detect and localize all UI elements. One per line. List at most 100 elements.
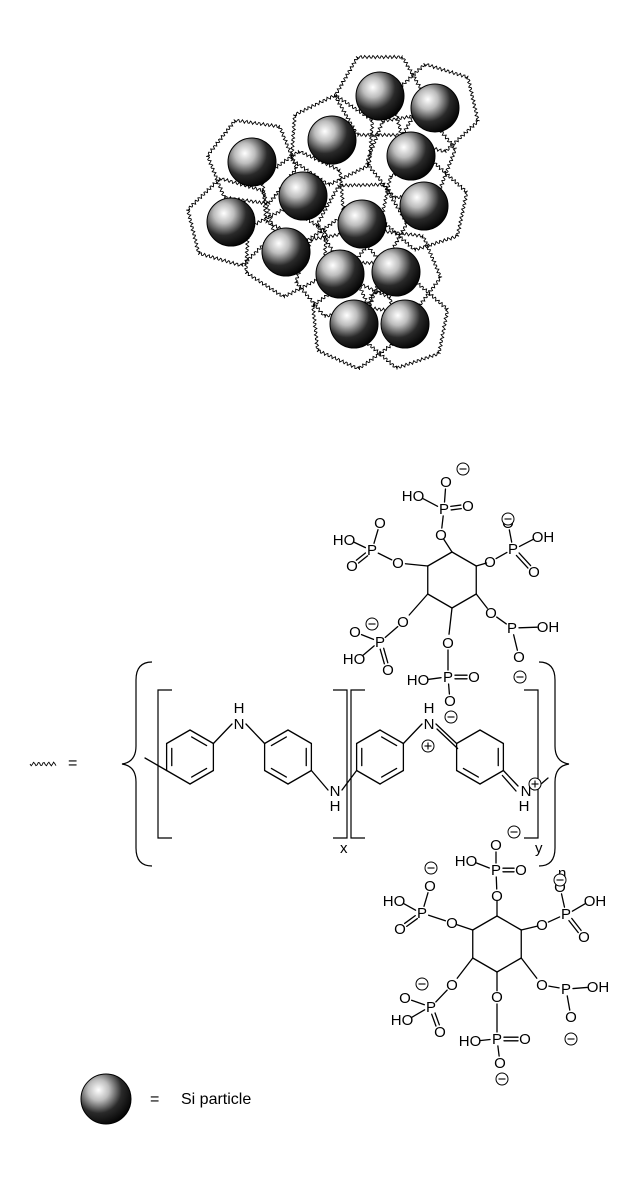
atom-label: O bbox=[484, 554, 496, 571]
polymer-bonds bbox=[144, 723, 549, 792]
bond bbox=[379, 648, 385, 665]
atom-label: P bbox=[561, 981, 571, 998]
atom-label: N bbox=[424, 716, 435, 733]
bond bbox=[406, 917, 419, 927]
bond bbox=[497, 1045, 500, 1057]
bond bbox=[443, 538, 453, 553]
si-particle bbox=[278, 171, 328, 221]
atom-label: OH bbox=[537, 619, 560, 636]
atom-label: O bbox=[444, 693, 456, 710]
bond bbox=[402, 723, 423, 745]
bond bbox=[270, 767, 288, 778]
bond bbox=[383, 647, 389, 664]
bond bbox=[496, 616, 507, 625]
bond bbox=[384, 625, 399, 639]
polymer-cell bbox=[289, 93, 375, 187]
bond bbox=[566, 995, 571, 1011]
atom-label: HO bbox=[459, 1033, 482, 1050]
bond bbox=[518, 552, 532, 567]
atom-label: O bbox=[394, 921, 406, 938]
atom-label: O bbox=[446, 915, 458, 932]
subscript-n: n bbox=[558, 865, 566, 882]
atom-label: HO bbox=[333, 532, 356, 549]
bond bbox=[190, 736, 208, 747]
bond bbox=[190, 767, 208, 778]
atom-label: P bbox=[417, 905, 427, 922]
bond bbox=[403, 903, 417, 911]
bond bbox=[263, 729, 289, 745]
si-particle bbox=[261, 227, 311, 277]
atom-label: HO bbox=[391, 1012, 414, 1029]
si-particle bbox=[329, 299, 379, 349]
bond bbox=[379, 729, 405, 745]
atom-label: O bbox=[442, 635, 454, 652]
bond bbox=[355, 769, 381, 785]
atom-label: P bbox=[443, 669, 453, 686]
bond bbox=[360, 633, 375, 641]
atom-label: O bbox=[392, 555, 404, 572]
bond bbox=[571, 903, 586, 912]
bracket-x-right bbox=[333, 689, 348, 839]
polymer-cell bbox=[244, 205, 328, 299]
bond bbox=[165, 769, 191, 785]
bond bbox=[475, 593, 488, 609]
bond bbox=[341, 769, 358, 791]
bond bbox=[512, 634, 519, 651]
bond bbox=[441, 515, 444, 529]
atom-label: H bbox=[330, 798, 341, 815]
bond bbox=[373, 529, 379, 544]
atom-label: P bbox=[367, 542, 377, 559]
bond bbox=[475, 862, 490, 869]
si-particle bbox=[399, 181, 449, 231]
atom-label: H bbox=[234, 700, 245, 717]
atom-label: O bbox=[490, 837, 502, 854]
bond bbox=[560, 893, 566, 908]
bond bbox=[404, 563, 429, 567]
si-particle-label: Si particle bbox=[181, 1091, 251, 1108]
atom-label: O bbox=[446, 977, 458, 994]
si-particles bbox=[206, 71, 460, 349]
bond bbox=[380, 736, 398, 747]
bond bbox=[165, 729, 191, 745]
bond bbox=[189, 729, 215, 745]
bond bbox=[431, 1013, 437, 1027]
atom-label: OH bbox=[584, 893, 607, 910]
bond bbox=[548, 985, 560, 989]
subscript-y: y bbox=[535, 840, 543, 857]
bond bbox=[568, 919, 579, 934]
bond bbox=[355, 729, 381, 745]
atom-label: O bbox=[494, 1055, 506, 1072]
si-particle bbox=[380, 299, 430, 349]
atom-label: HO bbox=[407, 672, 430, 689]
bond bbox=[447, 683, 451, 695]
bond bbox=[450, 508, 462, 511]
bond bbox=[443, 488, 447, 503]
bond bbox=[380, 767, 398, 778]
wavy-polymer-symbol bbox=[29, 761, 57, 767]
bond bbox=[448, 607, 453, 635]
atom-label: P bbox=[439, 501, 449, 518]
si-particle bbox=[315, 249, 365, 299]
bond bbox=[263, 769, 289, 785]
atom-label: O bbox=[513, 649, 525, 666]
bond bbox=[427, 551, 453, 567]
bond bbox=[353, 541, 367, 549]
bond bbox=[462, 767, 480, 778]
atom-label: O bbox=[578, 929, 590, 946]
bond bbox=[245, 723, 266, 745]
atom-label: O bbox=[435, 527, 447, 544]
bond bbox=[520, 957, 538, 979]
atom-label: O bbox=[424, 878, 436, 895]
bond bbox=[410, 999, 426, 1006]
bond bbox=[212, 723, 233, 745]
bond bbox=[436, 728, 459, 750]
bond bbox=[434, 1012, 440, 1026]
bond bbox=[456, 924, 474, 931]
atom-label: HO bbox=[383, 893, 406, 910]
polymer-equals-sign: = bbox=[68, 755, 77, 772]
bond bbox=[379, 769, 405, 785]
bond bbox=[287, 729, 313, 745]
bond bbox=[518, 538, 534, 548]
